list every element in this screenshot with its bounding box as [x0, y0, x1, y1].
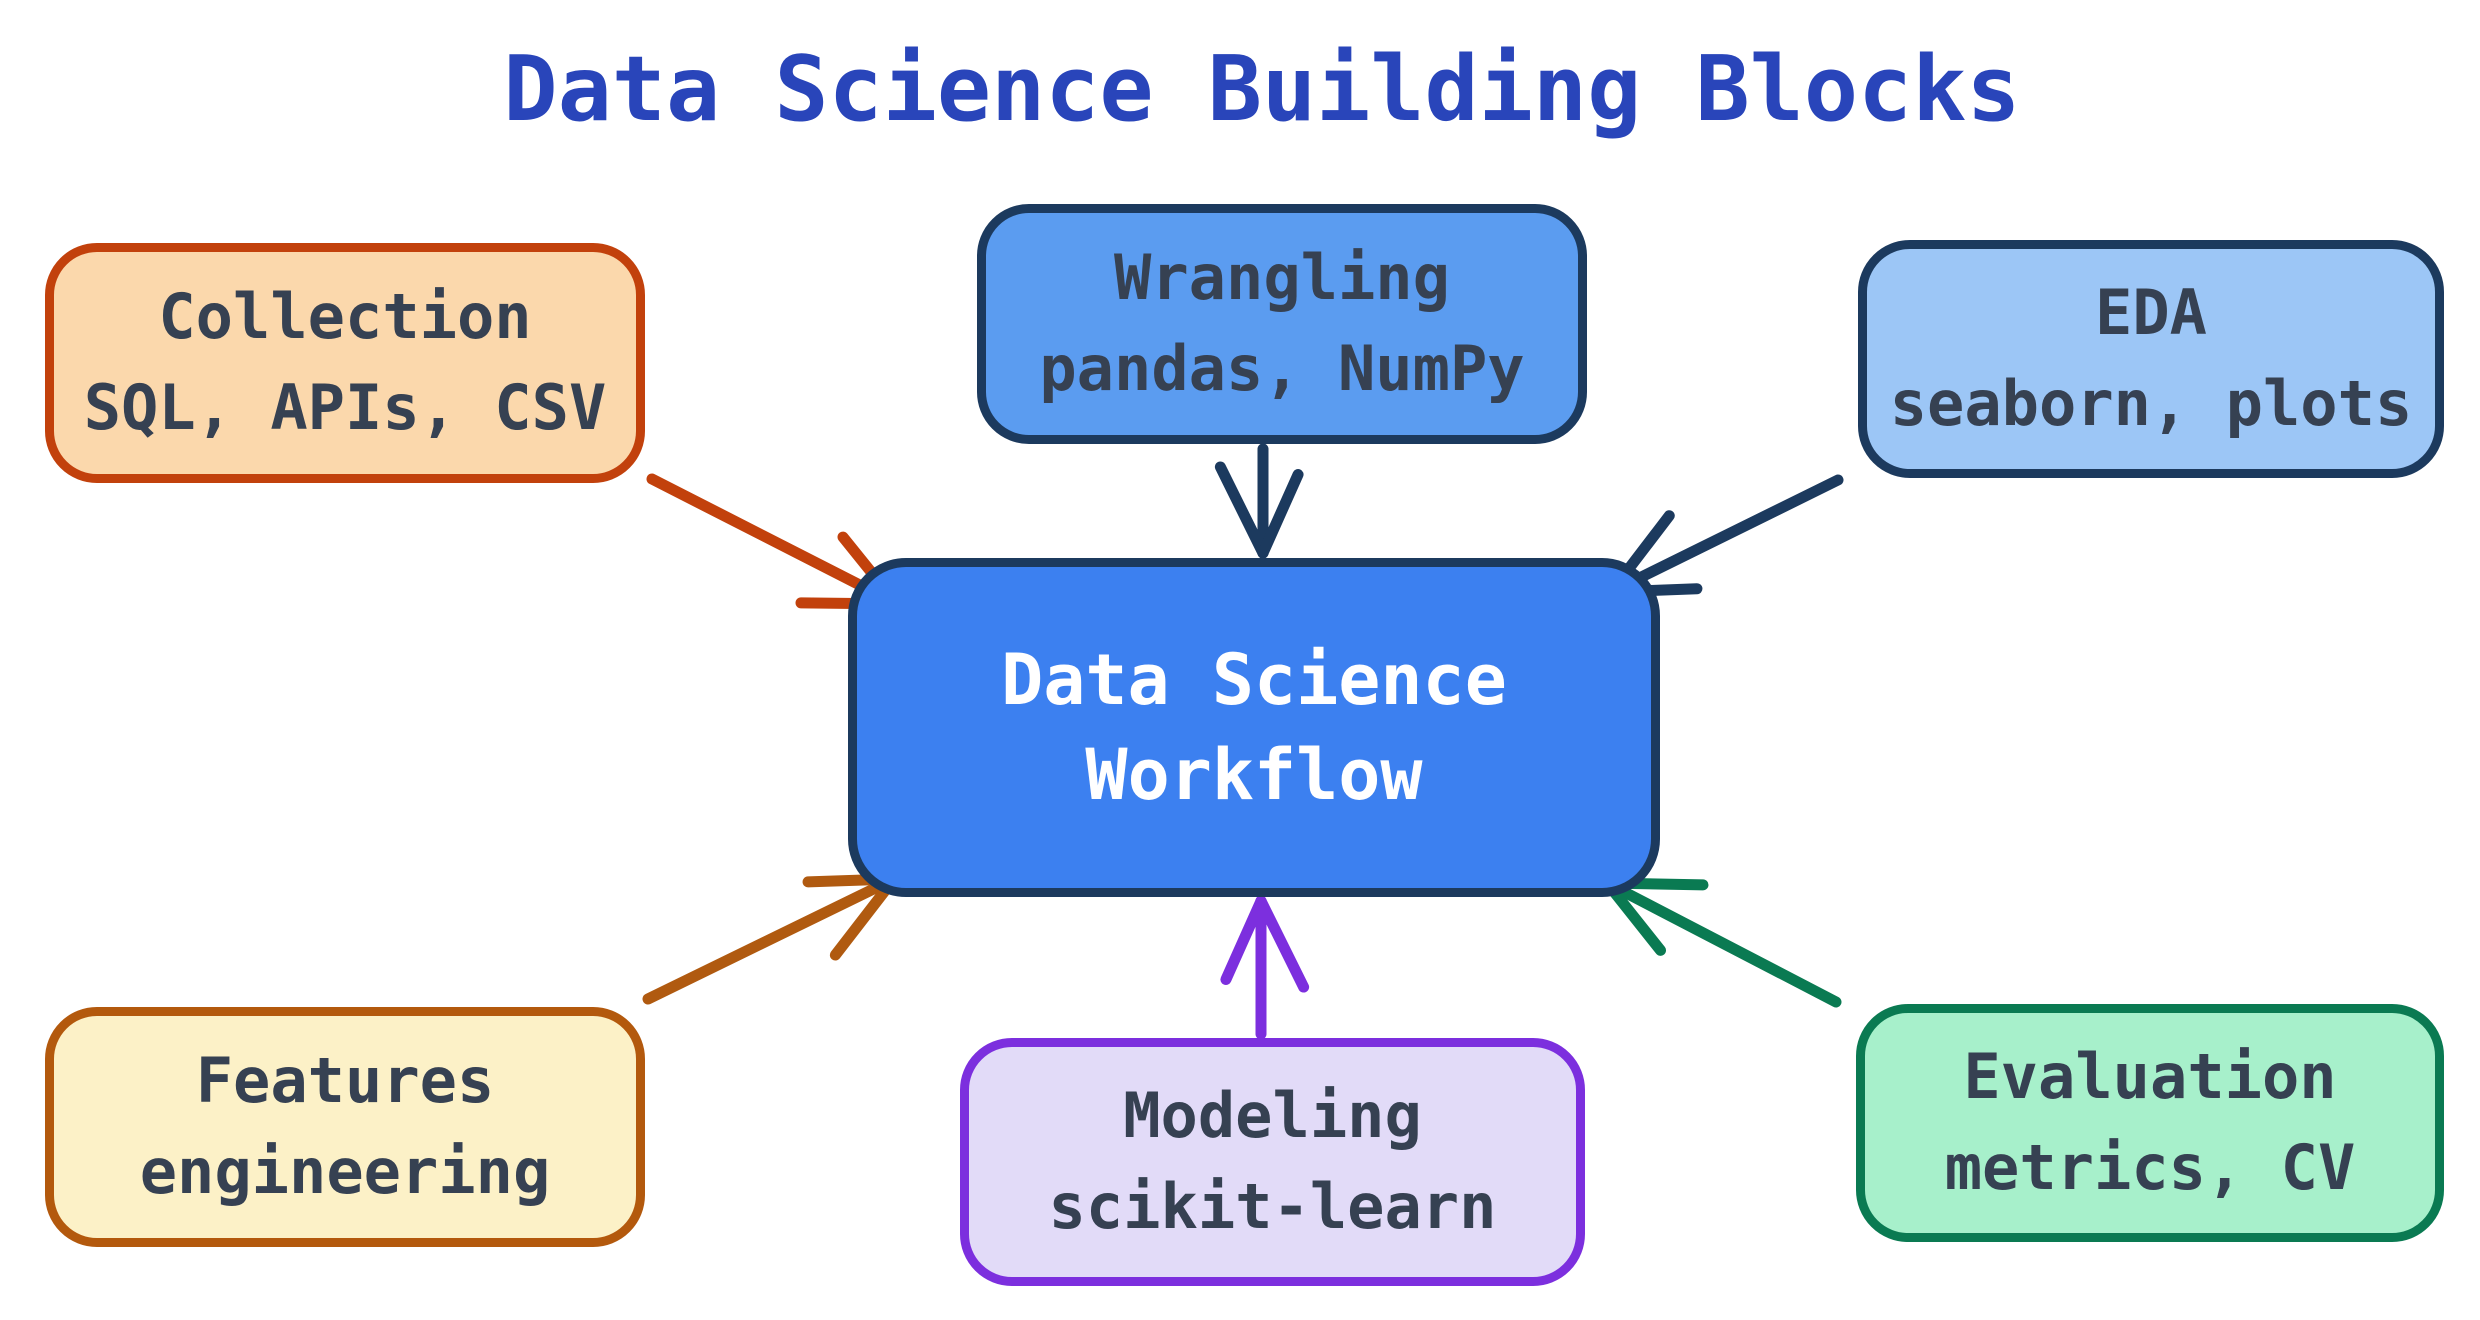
- node-modeling-subtitle: scikit-learn: [1048, 1170, 1497, 1243]
- node-evaluation-subtitle: metrics, CV: [1944, 1131, 2356, 1204]
- arrow-features-to-workflow: [642, 873, 900, 1005]
- node-modeling: Modeling scikit-learn: [960, 1038, 1585, 1286]
- node-wrangling-subtitle: pandas, NumPy: [1039, 332, 1525, 405]
- node-evaluation: Evaluation metrics, CV: [1856, 1004, 2444, 1242]
- node-workflow-title-line2: Workflow: [1085, 733, 1423, 816]
- arrow-evaluation-to-workflow: [1601, 877, 1842, 1008]
- node-collection-subtitle: SQL, APIs, CSV: [83, 371, 607, 444]
- diagram-title: Data Science Building Blocks: [503, 37, 2021, 142]
- node-collection-title: Collection: [158, 280, 532, 354]
- node-collection: Collection SQL, APIs, CSV: [45, 243, 645, 483]
- node-workflow-title-line1: Data Science: [1001, 639, 1507, 721]
- node-features-subtitle: engineering: [139, 1135, 551, 1208]
- node-eda: EDA seaborn, plots: [1858, 240, 2444, 478]
- node-evaluation-title: Evaluation: [1963, 1040, 2337, 1114]
- node-features: Features engineering: [45, 1007, 645, 1247]
- arrow-modeling-to-workflow: [1220, 895, 1310, 1040]
- node-wrangling-title: Wrangling: [1114, 241, 1450, 315]
- node-modeling-title: Modeling: [1123, 1079, 1422, 1153]
- node-wrangling: Wrangling pandas, NumPy: [977, 204, 1587, 444]
- arrow-wrangling-to-workflow: [1214, 443, 1304, 559]
- arrow-eda-to-workflow: [1605, 474, 1844, 598]
- node-eda-subtitle: seaborn, plots: [1889, 367, 2413, 440]
- node-eda-title: EDA: [2095, 276, 2207, 350]
- node-workflow-center: Data Science Workflow: [848, 558, 1660, 897]
- node-features-title: Features: [195, 1044, 495, 1118]
